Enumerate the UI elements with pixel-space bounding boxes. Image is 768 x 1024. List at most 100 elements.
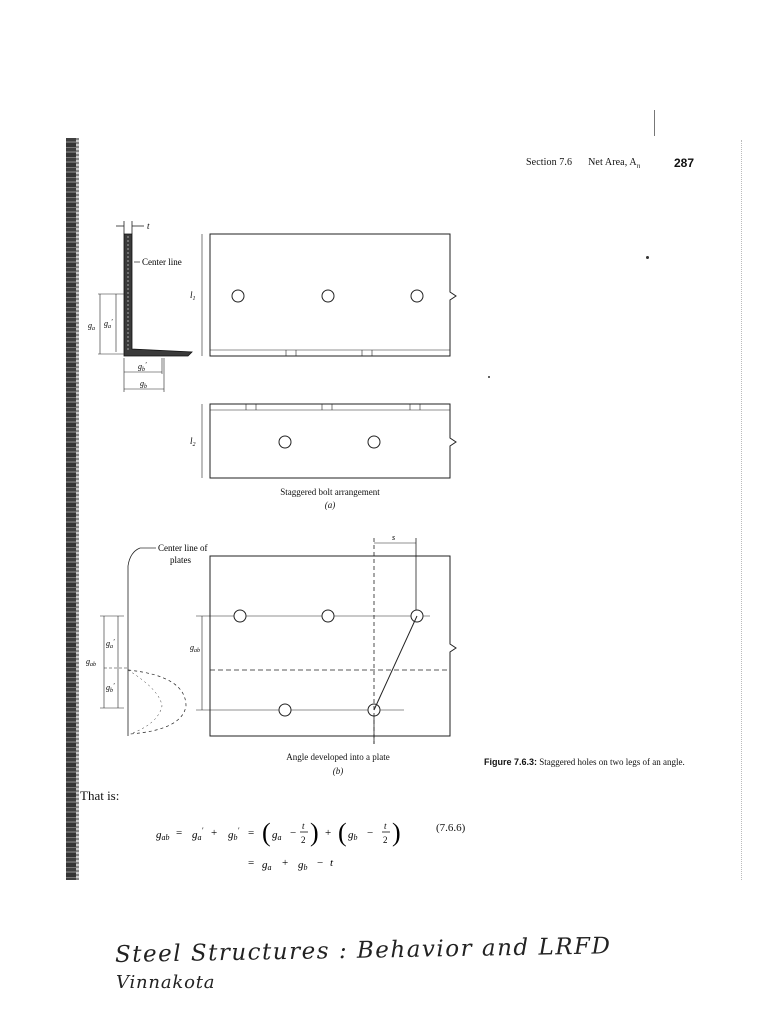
b-gap-prime: ′ [113, 638, 115, 646]
scan-speck [488, 376, 490, 378]
eq-paren2-g: gb [348, 829, 358, 842]
scan-mark [654, 110, 655, 136]
b-gbp-label: gb′ [106, 682, 115, 694]
gbp-sub: b [142, 367, 145, 373]
lower-leg-plate [209, 403, 457, 479]
running-header: Section 7.6 Net Area, An [526, 157, 640, 170]
eq-term1-prime: ′ [202, 826, 204, 835]
eq-line2-ga: ga [262, 859, 272, 872]
bolt-hole [231, 289, 245, 303]
upper-leg-plate [209, 233, 457, 357]
eq-line2-minus: − [317, 857, 323, 869]
eq-equals-2: = [248, 827, 254, 839]
eq-p2-g: g [348, 829, 354, 841]
bolt-hole [367, 435, 381, 449]
l1-l: l [190, 290, 193, 300]
b-gap-label: ga′ [106, 638, 115, 650]
eq-paren-close-1: ) [310, 818, 319, 847]
s-label: s [392, 533, 395, 542]
b-gabr-sub: ab [194, 648, 200, 654]
eq-l2-ga-sub: a [268, 863, 272, 872]
eq-term2: gb′ [228, 826, 240, 842]
eq-p1-sub: a [278, 833, 282, 842]
eq-paren-close-2: ) [392, 818, 401, 847]
eq-line1-lhs: gab [156, 829, 170, 842]
l1-sub: 1 [193, 296, 196, 302]
gap-sub: a [108, 324, 111, 330]
ga-prime-label: ga′ [104, 318, 113, 330]
page-number: 287 [674, 156, 695, 170]
b-gabr-g: g [190, 643, 194, 652]
b-gab-label: gab [86, 657, 96, 668]
b-gap-sub: a [110, 644, 113, 650]
b-gab-g: g [86, 657, 90, 666]
eq-plus-2: + [325, 827, 331, 839]
eq-plus-1: + [211, 827, 217, 839]
eq-paren-open-2: ( [338, 818, 347, 847]
t-label: t [147, 221, 150, 231]
section-title: Net Area, An [588, 157, 641, 170]
eq-frac1-den: 2 [301, 835, 306, 845]
ga-label: ga [88, 321, 95, 332]
book-spine-edge [76, 138, 79, 880]
l2-l: l [190, 436, 193, 446]
eq-p2-sub: b [354, 833, 358, 842]
bolt-hole [321, 609, 335, 623]
bolt-hole [410, 289, 424, 303]
eq-line2-t: t [330, 857, 334, 869]
cl-plates-label-2: plates [170, 555, 191, 565]
eq-lhs-sub: ab [162, 833, 170, 842]
zigzag-path [373, 615, 418, 711]
eq-frac2-num: t [384, 821, 387, 831]
developed-plate [209, 555, 457, 737]
equation-number: (7.6.6) [436, 822, 466, 834]
eq-term2-sub: b [234, 833, 238, 842]
figure-caption-text: Staggered holes on two legs of an angle. [539, 757, 685, 767]
scan-speck [646, 256, 649, 259]
gb-label: gb [140, 379, 147, 390]
center-line-plates [127, 547, 141, 736]
l2-label: l2 [190, 436, 196, 448]
gap-g: g [104, 319, 108, 328]
b-gbp-prime: ′ [113, 682, 115, 690]
center-line-label: Center line [142, 257, 182, 267]
b-gab-sub: ab [90, 662, 96, 668]
eq-l2-gb-g: g [298, 859, 304, 871]
b-gap-g: g [106, 639, 110, 648]
gb-g: g [140, 379, 144, 388]
bolt-hole [321, 289, 335, 303]
figure-b-part: (b) [332, 766, 344, 776]
cl-plates-label-1: Center line of [158, 543, 207, 553]
bolt-hole [233, 609, 247, 623]
section-title-text: Net Area, A [588, 157, 637, 168]
ga-g: g [88, 321, 92, 330]
eq-term2-g: g [228, 829, 234, 841]
eq-term1-g: g [192, 829, 198, 841]
l2-sub: 2 [193, 442, 196, 448]
bolt-hole [278, 435, 292, 449]
eq-term1: ga′ [192, 826, 204, 842]
bolt-hole [278, 703, 292, 717]
figure-caption-label: Figure 7.6.3: [484, 757, 538, 767]
eq-line2-plus: + [282, 857, 288, 869]
eq-p1-g: g [272, 829, 278, 841]
figure-caption: Figure 7.6.3: Staggered holes on two leg… [484, 756, 700, 768]
developed-arc-inner [127, 669, 163, 735]
eq-line2-equals: = [248, 857, 254, 869]
gb-sub: b [144, 384, 147, 390]
eq-l2-gb-sub: b [304, 863, 308, 872]
section-label: Section 7.6 [526, 157, 573, 168]
eq-line2-gb: gb [298, 859, 308, 872]
eq-l2-ga-g: g [262, 859, 268, 871]
section-title-sub: n [636, 162, 641, 170]
that-is-text: That is: [80, 788, 120, 803]
b-gbp-sub: b [110, 688, 113, 694]
b-gbp-g: g [106, 683, 110, 692]
eq-paren1-g: ga [272, 829, 282, 842]
gap-prime: ′ [111, 318, 113, 326]
l1-label: l1 [190, 290, 196, 302]
eq-frac1-num: t [302, 821, 305, 831]
eq-minus-1: − [290, 827, 296, 839]
eq-term1-sub: a [198, 833, 202, 842]
